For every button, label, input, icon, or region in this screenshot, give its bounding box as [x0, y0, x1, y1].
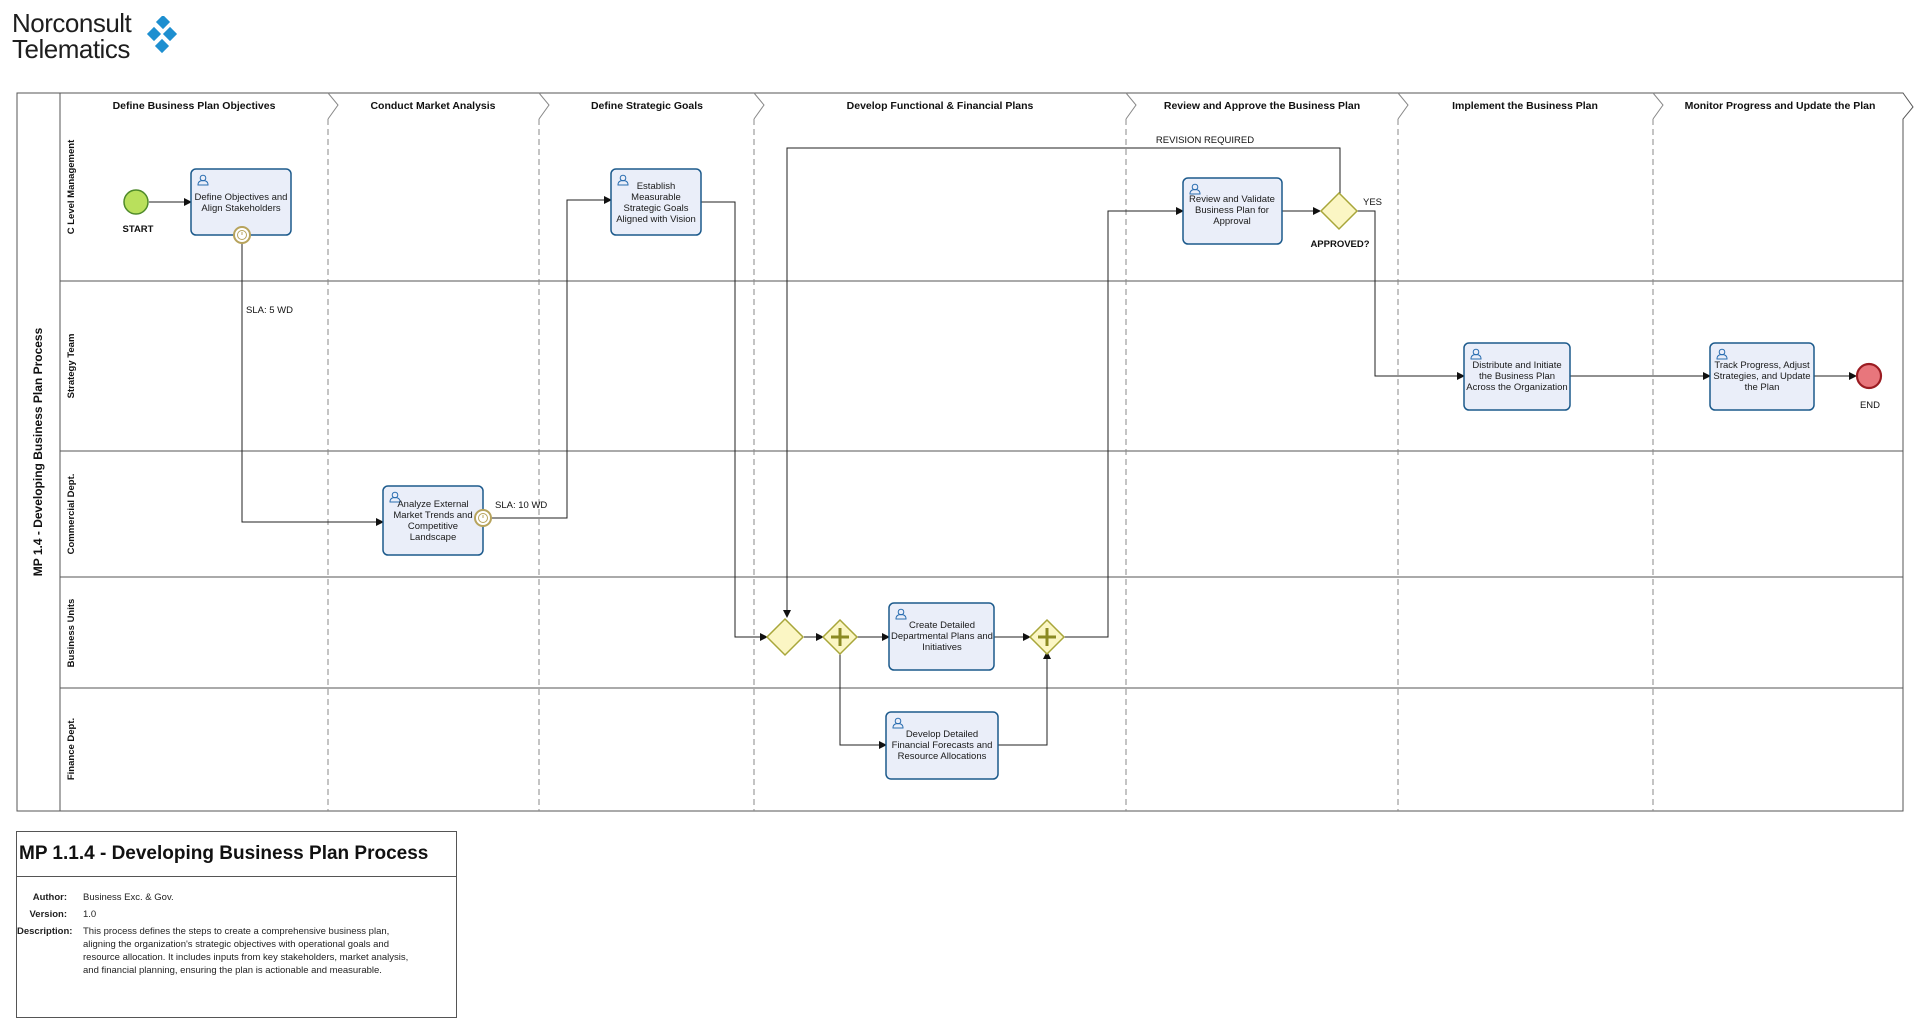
bpmn-diagram: MP 1.4 - Developing Business Plan Proces…: [16, 92, 1914, 812]
task-define-line-1: Define Objectives and: [195, 192, 288, 203]
flow-join-to-review: [1064, 207, 1184, 638]
lane-title-c-level: C Level Management: [66, 139, 77, 234]
flow-forecasts-to-join: [998, 651, 1051, 746]
phase-title-4: Develop Functional & Financial Plans: [847, 100, 1034, 112]
version-label: Version:: [29, 909, 68, 920]
task-review-line-3: Approval: [1213, 216, 1251, 227]
lane-title-commercial: Commercial Dept.: [66, 474, 77, 555]
version-row: Version: 1.0: [17, 908, 456, 921]
flow-analyze-to-establish: [483, 196, 612, 519]
task-create-line-3: Initiatives: [922, 642, 962, 653]
author-label: Author:: [32, 892, 67, 903]
parallel-gateway-join[interactable]: [1028, 618, 1066, 656]
lane-dividers: [60, 280, 1903, 689]
phase-separators: [327, 92, 1664, 811]
phase-title-7: Monitor Progress and Update the Plan: [1685, 100, 1876, 112]
end-label: END: [1860, 400, 1880, 411]
sla-5-label: SLA: 5 WD: [246, 305, 293, 316]
task-track-line-1: Track Progress, Adjust: [1714, 360, 1810, 371]
phase-title-6: Implement the Business Plan: [1452, 100, 1598, 112]
flow-establish-to-gateway: [672, 201, 768, 641]
author-value: Business Exc. & Gov.: [83, 892, 174, 903]
logo-diamond-mark-icon: [146, 16, 178, 54]
start-label: START: [123, 224, 154, 235]
flow-revision-loop: [783, 147, 1341, 618]
process-info-box: MP 1.1.4 - Developing Business Plan Proc…: [16, 831, 457, 1018]
approved-label: APPROVED?: [1310, 239, 1369, 250]
end-event[interactable]: [1855, 362, 1883, 390]
task-create-line-2: Departmental Plans and: [891, 631, 993, 642]
task-distribute-line-1: Distribute and Initiate: [1472, 360, 1561, 371]
yes-label: YES: [1363, 197, 1382, 208]
task-review-line-1: Review and Validate: [1189, 194, 1275, 205]
logo-line-1: Norconsult: [12, 8, 132, 38]
logo-line-2: Telematics: [12, 34, 130, 64]
task-review-line-2: Business Plan for: [1195, 205, 1269, 216]
revision-required-label: REVISION REQUIRED: [1156, 135, 1254, 146]
task-track-line-2: Strategies, and Update: [1713, 371, 1810, 382]
approved-decision-gateway[interactable]: [1319, 191, 1359, 231]
task-establish-line-4: Aligned with Vision: [616, 214, 696, 225]
author-row: Author: Business Exc. & Gov.: [17, 891, 456, 904]
start-event[interactable]: [123, 189, 149, 215]
task-establish-line-2: Measurable: [631, 192, 681, 203]
pool-title: MP 1.4 - Developing Business Plan Proces…: [31, 327, 45, 576]
company-logo: Norconsult Telematics: [12, 8, 178, 64]
description-value: This process defines the steps to create…: [83, 926, 409, 976]
description-label: Description:: [17, 926, 73, 937]
description-row: Description: This process defines the st…: [17, 925, 456, 977]
task-distribute-line-2: the Business Plan: [1479, 371, 1555, 382]
lane-title-finance: Finance Dept.: [66, 718, 77, 780]
phase-title-5: Review and Approve the Business Plan: [1164, 100, 1360, 112]
phase-title-1: Define Business Plan Objectives: [113, 100, 276, 112]
lane-title-strategy: Strategy Team: [66, 334, 77, 399]
flow-parallel-to-forecasts: [839, 654, 887, 749]
phase-title-3: Define Strategic Goals: [591, 100, 703, 112]
task-analyze-line-1: Analyze External: [397, 499, 468, 510]
task-forecast-line-1: Develop Detailed: [906, 729, 978, 740]
task-establish-line-1: Establish: [637, 181, 676, 192]
task-create-line-1: Create Detailed: [909, 620, 975, 631]
task-distribute-line-3: Across the Organization: [1466, 382, 1567, 393]
exclusive-gateway-merge[interactable]: [765, 617, 805, 657]
sla-10-label: SLA: 10 WD: [495, 500, 547, 511]
task-forecast-line-2: Financial Forecasts and: [892, 740, 993, 751]
version-value: 1.0: [83, 909, 97, 920]
flow-yes-to-distribute: [1357, 210, 1465, 380]
sequence-flows: [149, 147, 1857, 749]
task-forecast-line-3: Resource Allocations: [898, 751, 987, 762]
task-analyze-line-2: Market Trends and: [393, 510, 472, 521]
timer-analyze-icon: [474, 509, 492, 527]
task-analyze-line-4: Landscape: [410, 532, 456, 543]
lane-title-business-units: Business Units: [66, 599, 77, 668]
phase-title-2: Conduct Market Analysis: [370, 100, 495, 112]
process-info-title: MP 1.1.4 - Developing Business Plan Proc…: [17, 832, 456, 877]
pool-frame: [16, 92, 1914, 812]
task-analyze-line-3: Competitive: [408, 521, 458, 532]
task-establish-line-3: Strategic Goals: [624, 203, 689, 214]
task-track-line-3: the Plan: [1745, 382, 1780, 393]
parallel-gateway-split[interactable]: [821, 618, 859, 656]
timer-define-icon: [233, 226, 251, 244]
task-define-line-2: Align Stakeholders: [201, 203, 280, 214]
flow-define-to-analyze: [241, 235, 384, 526]
